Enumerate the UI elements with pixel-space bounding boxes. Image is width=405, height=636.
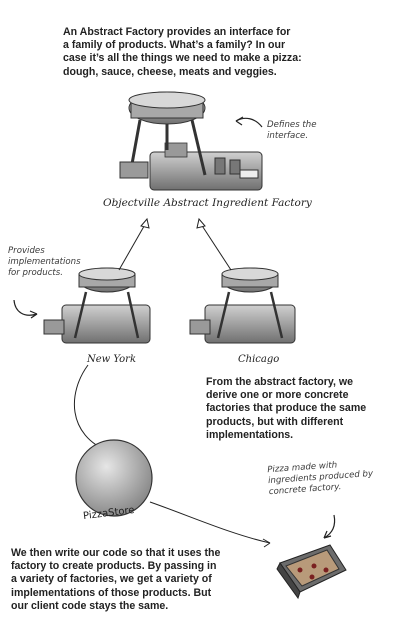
client-code-paragraph: We then write our code so that it uses t… [11, 547, 221, 612]
abstract-factory-illustration [119, 91, 263, 191]
inheritance-arrows [118, 217, 232, 271]
concrete-factories-paragraph: From the abstract factory, we derive one… [206, 376, 367, 441]
chicago-factory-illustration [189, 267, 296, 344]
new-york-to-pizzastore-line [73, 364, 111, 453]
note-arrows [13, 116, 336, 539]
new-york-label: New York [87, 354, 136, 365]
pizzastore-to-pizza-arrow [149, 501, 271, 548]
provides-implementations-note: Provides implementations for products. [8, 246, 81, 278]
intro-paragraph: An Abstract Factory provides an interfac… [63, 26, 302, 78]
chicago-label: Chicago [238, 354, 280, 365]
pizza-box-illustration [276, 544, 347, 600]
abstract-factory-label: Objectville Abstract Ingredient Factory [103, 197, 312, 209]
defines-interface-note: Defines the interface. [267, 120, 317, 141]
pizzastore-illustration [75, 439, 153, 517]
new-york-factory-illustration [43, 267, 151, 344]
